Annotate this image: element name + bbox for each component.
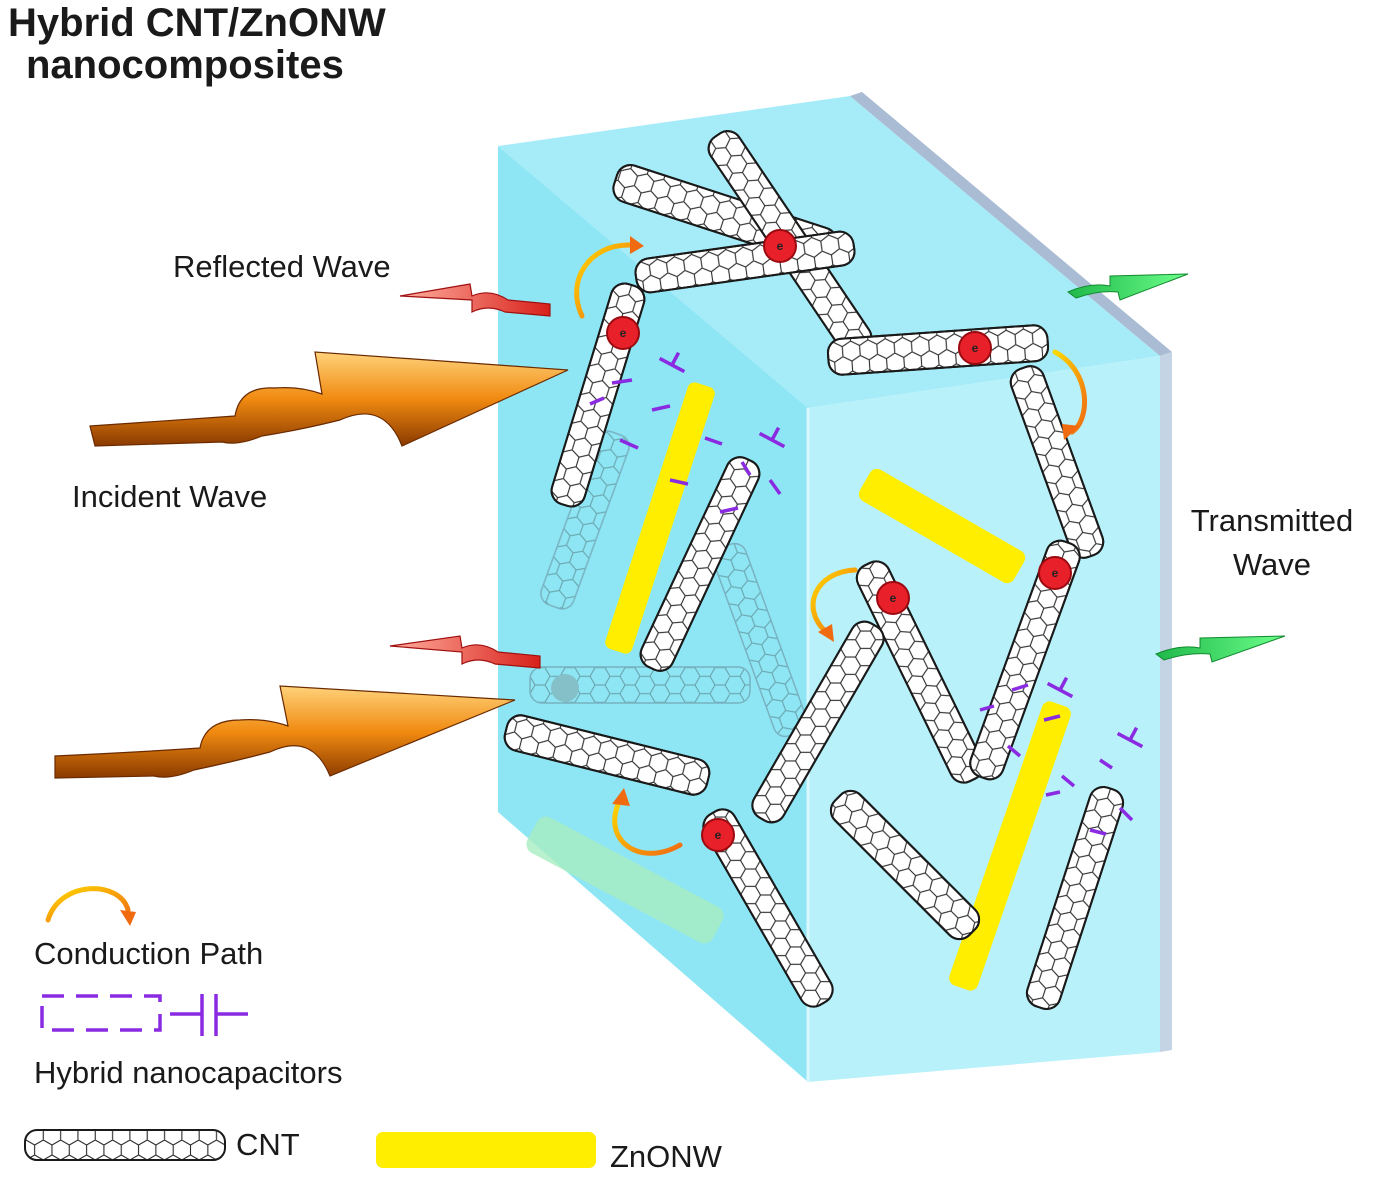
conduction-arc-group [574, 236, 1087, 856]
electron: e [763, 229, 797, 263]
electron-symbol: e [1052, 566, 1059, 580]
incident-wave-label: Incident Wave [72, 479, 268, 514]
reflected-wave-label: Reflected Wave [173, 249, 391, 284]
legend-cnt-label: CNT [236, 1127, 300, 1162]
legend-cnt-icon [24, 1129, 226, 1161]
electron-symbol: e [972, 341, 979, 355]
electron-symbol: e [777, 239, 784, 253]
electron-group: e e e e e e [606, 229, 1072, 852]
legend-capacitor-box [40, 994, 162, 1032]
legend-znonw-label: ZnONW [610, 1139, 722, 1174]
cnt-8-hex [503, 714, 711, 796]
conduction-arc [612, 797, 683, 856]
cnt-9-hex [855, 560, 985, 784]
matrix-side-face [808, 356, 1160, 1082]
ghost-cnt-1 [540, 430, 630, 610]
capacitor-symbol [1116, 726, 1144, 749]
capacitor-symbol [1046, 676, 1074, 699]
electron: e [876, 581, 910, 615]
ghost-cnt-3 [529, 666, 751, 704]
incident-wave-arrow [89, 351, 569, 447]
electron: e [606, 316, 640, 350]
ghost-znonw [526, 816, 724, 944]
diagram-title-line1: Hybrid CNT/ZnONW [8, 1, 386, 45]
ghost-electron [551, 674, 579, 702]
legend-conduction-icon [45, 886, 131, 923]
conduction-arc-head [630, 236, 644, 254]
reflected-wave-arrow [389, 635, 541, 669]
cnt-12-hex [829, 789, 981, 941]
transmitted-wave-arrow [1154, 635, 1286, 663]
wave-arrows [54, 273, 1286, 779]
legend-hybrid-nanocapacitors-label: Hybrid nanocapacitors [34, 1055, 343, 1090]
cnt-6-hex [1009, 365, 1105, 559]
cnt-13-hex [1025, 786, 1125, 1010]
legend-conduction-arrowhead [120, 910, 136, 926]
incident-wave-arrow [54, 685, 516, 779]
legend-graphics [24, 886, 596, 1168]
reflected-wave-arrow [399, 283, 551, 317]
electron-symbol: e [715, 828, 722, 842]
conduction-arc [810, 567, 858, 635]
matrix-back-right-edge [1160, 352, 1172, 1052]
znonw-2 [858, 468, 1026, 584]
capacitor-symbol [758, 426, 786, 449]
electron: e [701, 818, 735, 852]
cnt-11-hex [969, 539, 1081, 781]
electron-symbol: e [890, 591, 897, 605]
transmitted-wave-label-line1: Transmitted [1190, 503, 1354, 538]
capacitor-group [589, 351, 1144, 836]
transmitted-wave-arrow [1067, 273, 1189, 301]
transmitted-wave-label-line2: Wave [1232, 547, 1312, 582]
cnt-10-hex [751, 620, 885, 824]
electron-symbol: e [620, 326, 627, 340]
cnt-14-hex [702, 808, 834, 1008]
cnt-5-hex [826, 324, 1050, 376]
conduction-arc-head [818, 624, 834, 642]
electron: e [1038, 556, 1072, 590]
legend-capacitor-symbol [170, 994, 248, 1036]
cnt-3-hex [634, 230, 856, 294]
legend-znonw-icon [376, 1132, 596, 1168]
electron: e [958, 331, 992, 365]
diagram-title-line2: nanocomposites [26, 43, 344, 87]
legend-conduction-path-label: Conduction Path [34, 936, 264, 971]
conduction-arc-head [1062, 424, 1080, 440]
znonw-1 [605, 382, 715, 654]
capacitor-symbol [658, 351, 686, 374]
conduction-arc [574, 242, 633, 319]
conduction-arc-head [612, 788, 630, 806]
